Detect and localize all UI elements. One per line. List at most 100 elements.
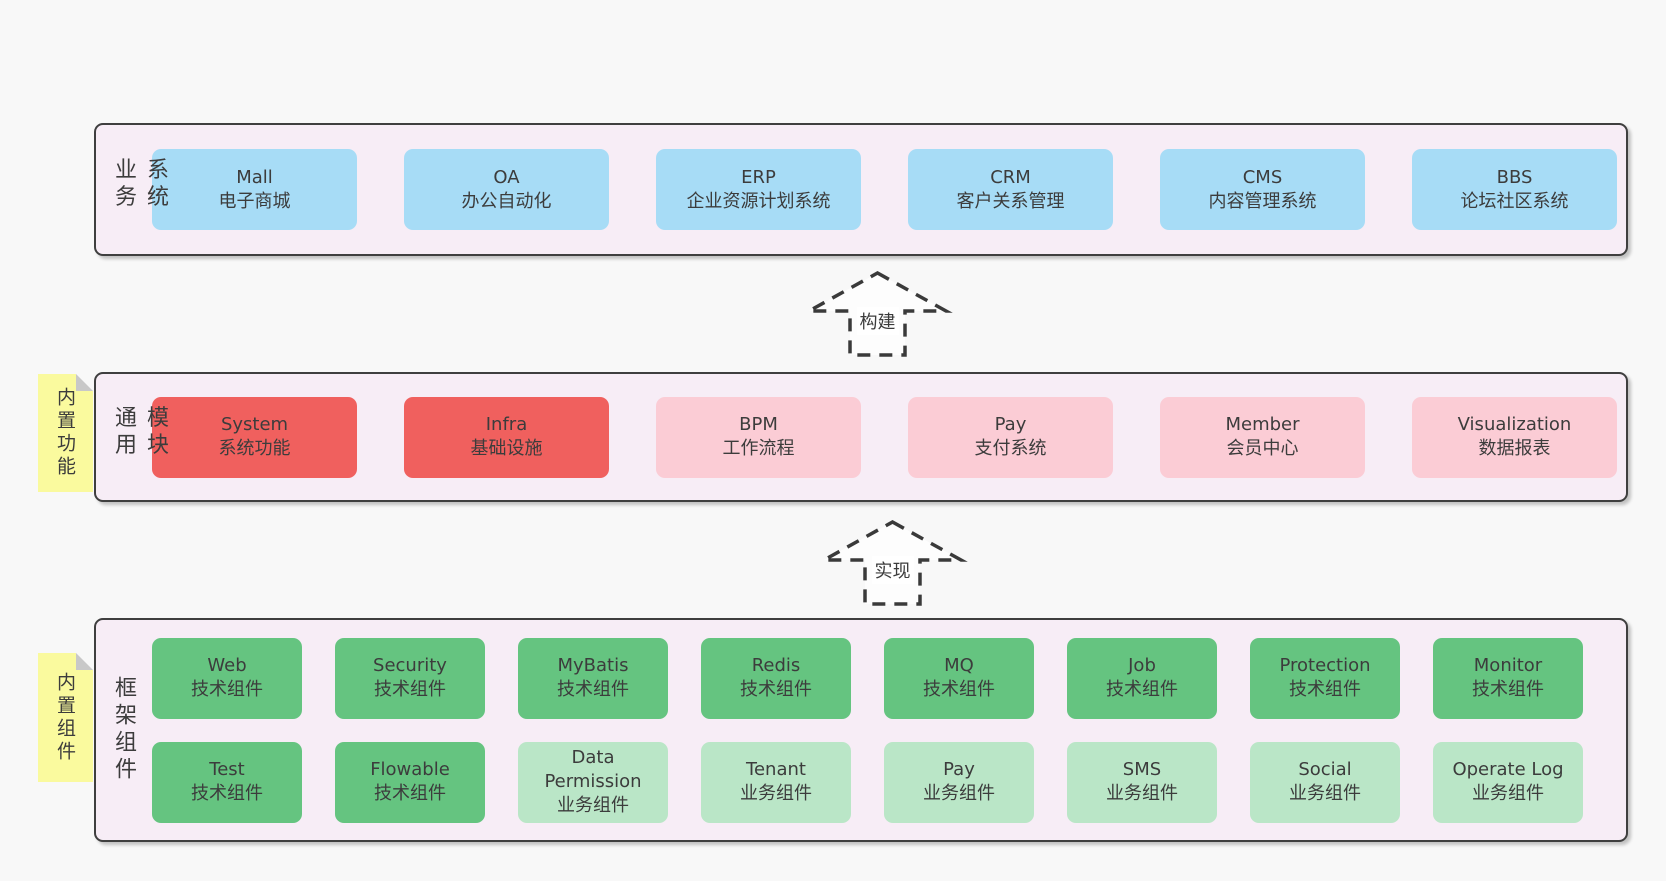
node-title: MQ: [944, 655, 974, 677]
node-subtitle: 技术组件: [923, 679, 995, 700]
node-subtitle: 数据报表: [1478, 438, 1551, 459]
note-label: 内置功能: [54, 387, 76, 479]
node-subtitle: 业务组件: [1289, 783, 1361, 804]
node-title: CRM: [990, 166, 1031, 188]
node-title: MyBatis: [557, 655, 629, 677]
node-subtitle: 技术组件: [557, 679, 629, 700]
node-title: Tenant: [746, 759, 806, 781]
node-title: Mall: [236, 166, 273, 188]
node-subtitle: 办公自动化: [461, 190, 552, 212]
node-title: Pay: [994, 414, 1027, 436]
node-title: System: [220, 414, 289, 436]
node-title: Data Permission: [544, 747, 642, 793]
node-subtitle: 技术组件: [374, 783, 446, 804]
node-title: Member: [1225, 414, 1300, 436]
node-title: Pay: [943, 759, 975, 781]
node-title: CMS: [1242, 166, 1283, 188]
node-title: Test: [209, 759, 245, 781]
node-subtitle: 业务组件: [1106, 783, 1178, 804]
node-subtitle: 技术组件: [191, 679, 263, 700]
node-subtitle: 技术组件: [374, 679, 446, 700]
node-subtitle: 技术组件: [740, 679, 812, 700]
layer-modules-label: 通用模块: [111, 405, 168, 460]
node-title: Social: [1298, 759, 1352, 781]
node-subtitle: 业务组件: [923, 783, 995, 804]
node-subtitle: 业务组件: [557, 794, 629, 816]
node-title: Operate Log: [1452, 759, 1564, 781]
node-title: Infra: [485, 414, 528, 436]
node-title: Monitor: [1473, 655, 1543, 677]
node-title: BPM: [739, 414, 778, 436]
note-fold-corner-icon: [76, 653, 93, 670]
node-title: SMS: [1122, 759, 1162, 781]
node-title: Web: [207, 655, 247, 677]
node-title: Redis: [751, 655, 801, 677]
node-title: OA: [493, 166, 520, 188]
node-title: Flowable: [370, 759, 450, 781]
node-subtitle: 业务组件: [1472, 783, 1544, 804]
note-label: 内置组件: [54, 671, 76, 764]
node-subtitle: 技术组件: [1106, 679, 1178, 700]
node-title: Security: [373, 655, 447, 677]
node-subtitle: 电子商城: [218, 190, 291, 212]
node-subtitle: 业务组件: [740, 783, 812, 804]
node-subtitle: 论坛社区系统: [1460, 190, 1569, 212]
node-title: BBS: [1496, 166, 1533, 188]
node-subtitle: 技术组件: [1472, 679, 1544, 700]
node-subtitle: 系统功能: [218, 438, 291, 459]
sticky-note-built-in-features: 内置功能: [38, 374, 93, 492]
node-subtitle: 基础设施: [470, 438, 543, 459]
node-subtitle: 工作流程: [722, 438, 795, 459]
node-subtitle: 技术组件: [191, 783, 263, 804]
arrow-build-label: 构建: [856, 307, 899, 336]
node-title: Job: [1128, 655, 1156, 677]
node-subtitle: 支付系统: [974, 438, 1047, 459]
node-subtitle: 企业资源计划系统: [686, 190, 831, 212]
node-subtitle: 会员中心: [1226, 438, 1299, 459]
node-subtitle: 技术组件: [1289, 679, 1361, 700]
node-title: Visualization: [1457, 414, 1572, 436]
sticky-note-built-in-components: 内置组件: [38, 653, 93, 782]
note-fold-corner-icon: [76, 374, 93, 391]
arrow-build: 构建: [802, 270, 953, 358]
arrow-implement: 实现: [817, 519, 968, 607]
node-title: Protection: [1279, 655, 1371, 677]
layer-business-label: 业务系统: [111, 157, 168, 212]
node-subtitle: 内容管理系统: [1208, 190, 1317, 212]
layer-components-label: 框架组件: [111, 676, 136, 784]
